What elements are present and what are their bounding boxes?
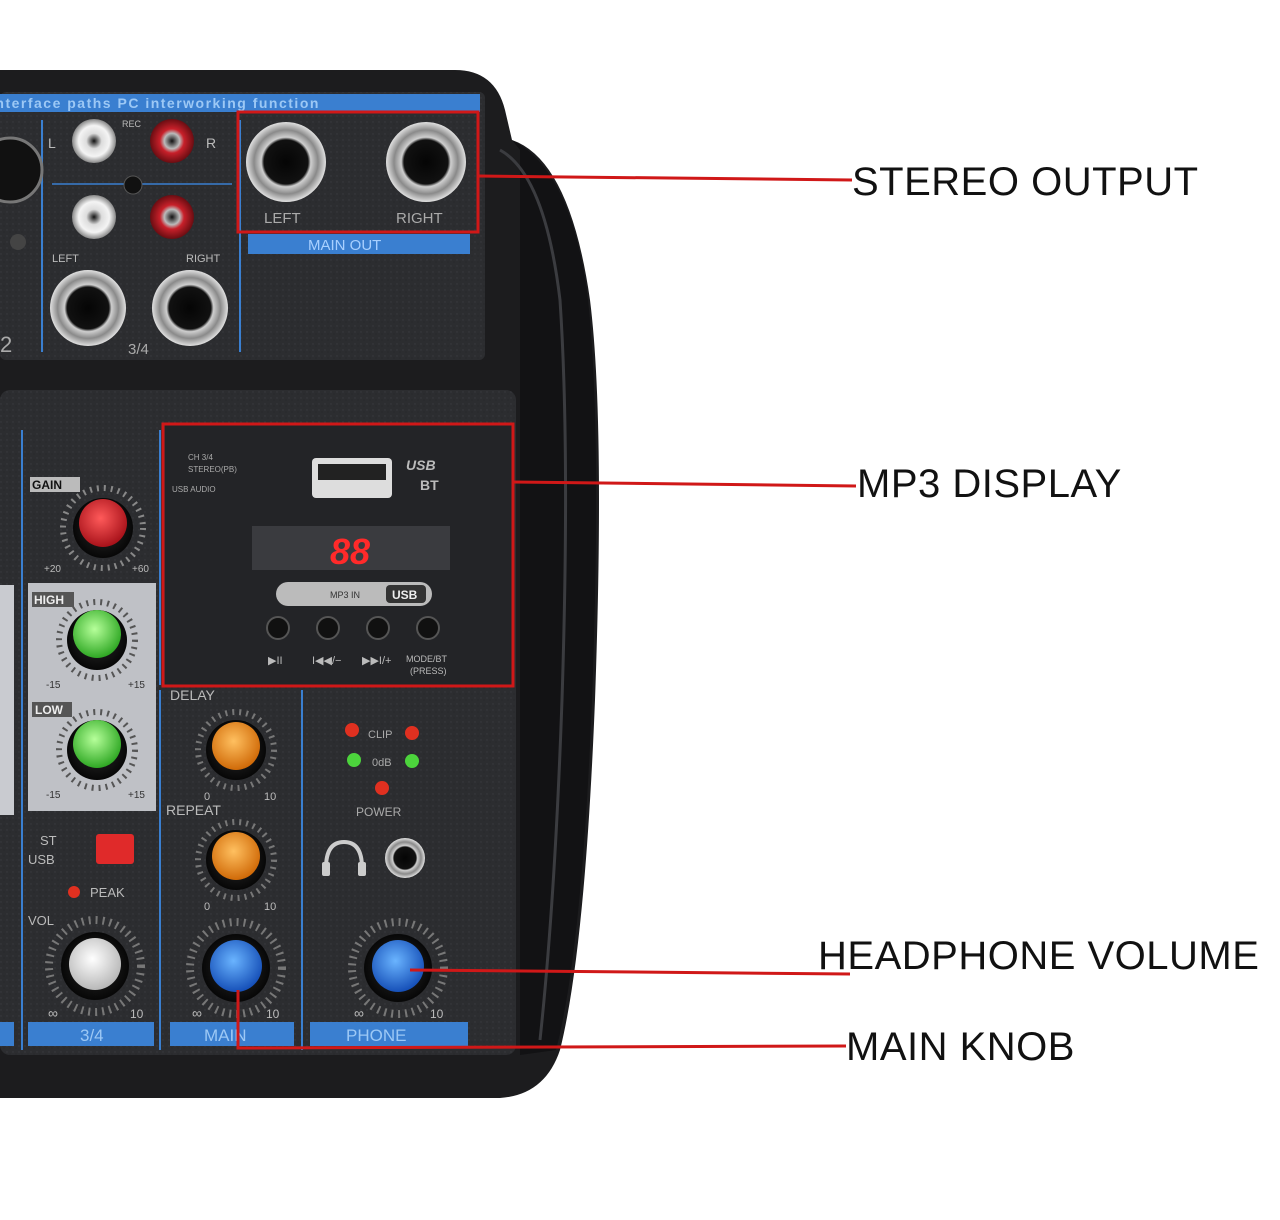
mp3-display-leader [512, 480, 857, 488]
svg-text:LOW: LOW [35, 703, 64, 717]
svg-text:USB AUDIO: USB AUDIO [172, 485, 216, 494]
svg-text:VOL: VOL [28, 913, 54, 928]
rca-in-right[interactable] [150, 195, 194, 239]
top-banner-text: interface paths PC interworking function [0, 95, 320, 111]
svg-text:-15: -15 [46, 680, 61, 691]
svg-text:I◀◀/−: I◀◀/− [312, 655, 341, 667]
jack-input-3[interactable] [50, 270, 126, 346]
clip-led-right [405, 726, 419, 740]
phone-label: PHONE [346, 1026, 406, 1045]
svg-text:10: 10 [266, 1007, 280, 1021]
headphone-volume-leader [409, 968, 851, 976]
main-knob-callout: MAIN KNOB [846, 1025, 1075, 1069]
main-out-label: MAIN OUT [308, 237, 381, 254]
play-pause-button[interactable] [266, 616, 290, 640]
svg-text:PEAK: PEAK [90, 885, 125, 900]
main-knob-leader [236, 990, 847, 1050]
svg-text:LEFT: LEFT [264, 210, 301, 227]
headphone-icon [324, 839, 364, 869]
svg-text:2: 2 [0, 332, 12, 357]
svg-text:▶▶I/+: ▶▶I/+ [362, 655, 391, 667]
mp3-display-digits: 88 [330, 531, 370, 572]
svg-text:0: 0 [204, 901, 210, 913]
svg-text:REC: REC [122, 119, 142, 129]
svg-text:ST: ST [40, 833, 57, 848]
rca-in-left[interactable] [72, 195, 116, 239]
svg-text:RIGHT: RIGHT [396, 210, 443, 227]
st-usb-switch[interactable] [96, 834, 134, 864]
svg-text:MP3 IN: MP3 IN [330, 590, 360, 600]
mp3-display-highlight [161, 422, 515, 688]
stereo-output-leader [477, 174, 853, 182]
svg-text:-15: -15 [46, 790, 61, 801]
svg-text:L: L [48, 135, 56, 151]
main-out-left-jack[interactable] [246, 122, 326, 202]
zero-db-led-right [405, 754, 419, 768]
svg-text:0dB: 0dB [372, 757, 392, 769]
previous-button[interactable] [316, 616, 340, 640]
svg-text:REPEAT: REPEAT [166, 802, 221, 818]
stereo-output-callout: STEREO OUTPUT [852, 160, 1199, 204]
svg-text:USB: USB [28, 852, 55, 867]
repeat-knob[interactable] [212, 832, 260, 880]
delay-knob[interactable] [212, 722, 260, 770]
clip-led-left [345, 723, 359, 737]
svg-text:+15: +15 [128, 680, 145, 691]
next-button[interactable] [366, 616, 390, 640]
mp3-display-callout: MP3 DISPLAY [857, 462, 1122, 506]
peak-led [68, 886, 80, 898]
svg-text:USB: USB [406, 457, 436, 473]
svg-text:BT: BT [420, 477, 439, 493]
svg-text:USB: USB [392, 588, 418, 602]
mp3-led-display [252, 526, 450, 570]
svg-text:∞: ∞ [48, 1005, 58, 1021]
svg-text:3/4: 3/4 [128, 341, 149, 358]
svg-text:+20: +20 [44, 564, 61, 575]
main-volume-knob[interactable] [210, 940, 262, 992]
mode-bt-button[interactable] [416, 616, 440, 640]
svg-text:+15: +15 [128, 790, 145, 801]
svg-text:∞: ∞ [354, 1005, 364, 1021]
rca-rec-right[interactable] [150, 119, 194, 163]
zero-db-led-left [347, 753, 361, 767]
headphone-volume-callout: HEADPHONE VOLUME [818, 934, 1260, 978]
power-led [375, 781, 389, 795]
svg-text:▶II: ▶II [268, 655, 283, 667]
stereo-output-highlight [236, 110, 480, 234]
svg-text:10: 10 [264, 901, 276, 913]
svg-text:POWER: POWER [356, 805, 402, 819]
svg-text:+60: +60 [132, 564, 149, 575]
svg-text:GAIN: GAIN [32, 478, 62, 492]
svg-text:10: 10 [430, 1007, 444, 1021]
high-eq-knob[interactable] [73, 610, 121, 658]
main-label: MAIN [204, 1026, 247, 1045]
svg-text:10: 10 [130, 1007, 144, 1021]
phone-volume-knob[interactable] [372, 940, 424, 992]
headphone-jack[interactable] [385, 838, 425, 878]
svg-text:∞: ∞ [192, 1005, 202, 1021]
main-out-right-jack[interactable] [386, 122, 466, 202]
jack-input-4[interactable] [152, 270, 228, 346]
svg-text:DELAY: DELAY [170, 687, 216, 703]
svg-text:STEREO(PB): STEREO(PB) [188, 465, 237, 474]
svg-text:0: 0 [204, 791, 210, 803]
svg-text:RIGHT: RIGHT [186, 253, 221, 265]
svg-text:CLIP: CLIP [368, 729, 392, 741]
svg-text:(PRESS): (PRESS) [410, 666, 447, 676]
low-eq-knob[interactable] [73, 720, 121, 768]
svg-text:R: R [206, 135, 216, 151]
svg-text:MODE/BT: MODE/BT [406, 654, 448, 664]
svg-text:10: 10 [264, 791, 276, 803]
svg-text:HIGH: HIGH [34, 593, 64, 607]
gain-knob[interactable] [79, 499, 127, 547]
svg-text:CH 3/4: CH 3/4 [188, 453, 213, 462]
strip-label: 3/4 [80, 1026, 104, 1045]
rca-rec-left[interactable] [72, 119, 116, 163]
svg-text:LEFT: LEFT [52, 253, 79, 265]
channel-volume-knob[interactable] [69, 938, 121, 990]
